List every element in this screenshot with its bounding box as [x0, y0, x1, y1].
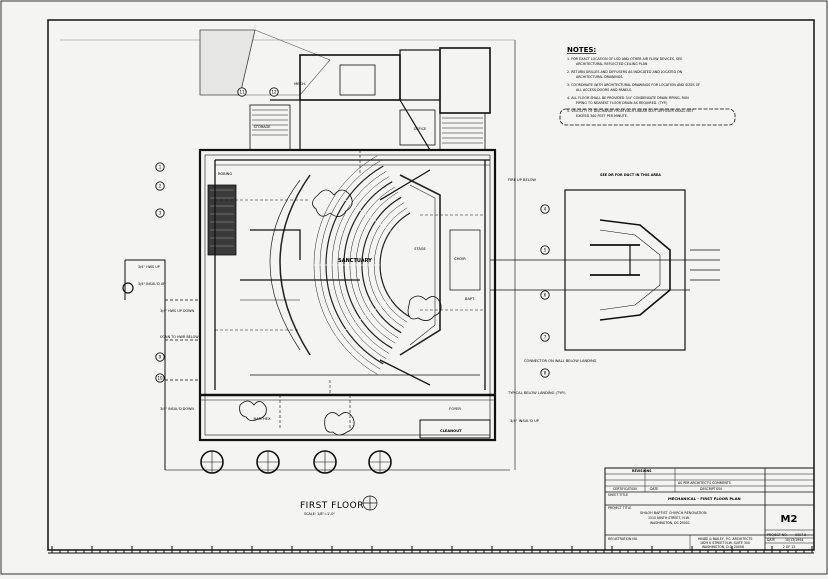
sheet-of: 2 OF 12 — [783, 545, 795, 549]
grid-marker-label: 11 — [239, 90, 245, 95]
grid-marker-label: 3 — [159, 211, 162, 216]
date-value: 10/13/1994 — [785, 538, 803, 542]
grid-marker-bubble — [540, 245, 550, 255]
grid-marker-label: 12 — [271, 90, 277, 95]
grid-marker-bubble — [540, 368, 550, 378]
rev-description-label: DESCRIPTION — [700, 487, 722, 491]
pew-row — [379, 212, 411, 318]
ductwork — [214, 150, 490, 436]
registration-label: REGISTRATION NO. — [608, 537, 638, 541]
revision-cloud — [559, 108, 736, 126]
project-no: 9307-8 — [795, 533, 806, 537]
room-label: BAPT. — [465, 297, 475, 301]
room-label: STORAGE — [253, 125, 271, 129]
grid-marker-bubble — [155, 181, 165, 191]
note-line: PIPING TO NEAREST FLOOR DRAIN AS REQUIRE… — [576, 101, 667, 105]
room-label: ROBING — [218, 172, 233, 176]
project-line-3: WASHINGTON, DC 20001 — [650, 521, 690, 525]
room-label: FOYER — [449, 407, 461, 411]
building-outline — [60, 29, 516, 471]
room-label: CHOIR — [454, 257, 466, 261]
note-line: 4. ALL FLOOR SHALL BE PROVIDED 3/4" COND… — [567, 96, 689, 100]
callout-typical-landing: TYPICAL BELOW LANDING (TYP.) — [507, 391, 566, 395]
note-line: ARCHITECTURAL DRAWINGS. — [576, 75, 623, 79]
note-line: ARCHITECTURAL REFLECTED CEILING PLAN — [576, 62, 648, 66]
grid-marker-label: 5 — [544, 248, 547, 253]
room-label: MECH. — [294, 82, 306, 86]
grid-marker-label: 1 — [159, 165, 162, 170]
callout-insul-up: 3/4" INSUL'D UP — [510, 419, 540, 423]
grid-marker-bubble — [540, 204, 550, 214]
note-line: ALL ACCESS DOORS AND PANELS. — [576, 88, 632, 92]
sheet-title: MECHANICAL - FIRST FLOOR PLAN — [668, 496, 741, 501]
grid-marker-bubble — [155, 162, 165, 172]
architect-line-1: HINDE & BAILEY, P.C. ARCHITECTS — [698, 537, 752, 541]
grid-marker-label: 4 — [544, 207, 547, 212]
room-label: STAGE — [414, 247, 426, 251]
callout-left-5: 3/4" INSUL'D DOWN — [160, 407, 194, 411]
site-trees — [200, 450, 392, 474]
grid-marker-label: 6 — [544, 293, 547, 298]
grid-marker-label: 10 — [157, 376, 163, 381]
grid-marker-bubble — [237, 87, 247, 97]
grid-marker-label: 2 — [159, 184, 162, 189]
title-block — [604, 467, 815, 551]
plan-scale: SCALE: 1/8"=1'-0" — [304, 512, 335, 516]
room-labels: NARTHEX FOYER CHOIR STAGE BAPT. ROBING OFFICE S… — [218, 82, 475, 421]
date-field-label: DATE — [767, 538, 775, 542]
grid-marker-bubble — [540, 290, 550, 300]
grid-marker-bubble — [155, 373, 165, 383]
sheet-number: M2 — [781, 514, 798, 525]
callout-fire-up: FIRE UP BELOW — [508, 178, 536, 182]
callout-left-4: CONN TO HWR BELOW — [160, 335, 199, 339]
north-arrow-icon — [362, 495, 378, 511]
architect-line-3: WASHINGTON, D.C. 20006 — [702, 545, 744, 549]
project-line-2: 1510 NINTH STREET, N.W. — [648, 516, 690, 520]
aisle — [332, 191, 391, 232]
detail-title: SEE DR FOR DUCT IN THIS AREA — [600, 173, 661, 177]
project-line-1: SHILOH BAPTIST CHURCH RENOVATION — [640, 511, 707, 515]
callout-cleanout: CLEANOUT — [440, 429, 462, 433]
grid-marker-label: 9 — [159, 355, 162, 360]
note-line: 5. VELOCITY OF DISCHARGE FROM EACH LINEA… — [567, 109, 694, 113]
note-line: 3. COORDINATE WITH ARCHITECTURAL DRAWING… — [567, 83, 700, 87]
room-label: OFFICE — [414, 127, 428, 131]
note-line: 1. FOR EXACT LOCATION OF LSD AND OTHER A… — [567, 57, 682, 61]
notes-list: 1. FOR EXACT LOCATION OF LSD AND OTHER A… — [559, 57, 736, 126]
note-line: 2. RETURN GRILLES AND DIFFUSERS AS INDIC… — [567, 70, 683, 74]
title-block-text: REVISIONS DATE DESCRIPTION AS PER ARCHIT… — [608, 469, 806, 549]
project-title-label: PROJECT TITLE — [608, 506, 631, 510]
note-line: EXCEED 300 FEET PER MINUTE. — [576, 114, 628, 118]
callout-left-3: 3/4" HWS UP DOWN — [160, 309, 194, 313]
grid-marker-bubble — [269, 87, 279, 97]
rev-date-label: DATE — [650, 487, 658, 491]
enlarged-detail — [490, 189, 720, 351]
grid-marker-bubble — [540, 332, 550, 342]
grid-marker-label: 8 — [544, 371, 547, 376]
architect-line-2: 1629 K STREET N.W. SUITE 300 — [700, 541, 750, 545]
notes-heading: NOTES: — [567, 46, 596, 54]
project-no-label: PROJECT NO. — [767, 533, 788, 537]
callout-left-1: 3/4" HWS UP — [138, 265, 160, 269]
left-piping-riser — [122, 259, 200, 470]
rev-row: AS PER ARCHITECT'S COMMENTS — [678, 481, 731, 485]
revisions-label: REVISIONS — [632, 469, 652, 473]
aisle — [332, 298, 391, 339]
room-label: NARTHEX — [253, 417, 271, 421]
sheet-title-label: SHEET TITLE — [608, 493, 628, 497]
inner-border — [47, 19, 815, 551]
grid-marker-bubble — [155, 208, 165, 218]
sanctuary-label: SANCTUARY — [338, 258, 372, 264]
certification-label: CERTIFICATION — [613, 487, 637, 491]
grid-marker-label: 7 — [544, 335, 547, 340]
callout-left-2: 3/4" INSUL'D UP — [138, 282, 165, 286]
callout-connector: CONNECTOR ON WALL BELOW LANDING — [524, 359, 597, 363]
sanctuary-seating — [269, 155, 481, 375]
grid-marker-bubble — [155, 352, 165, 362]
plan-title: FIRST FLOOR — [300, 501, 364, 511]
